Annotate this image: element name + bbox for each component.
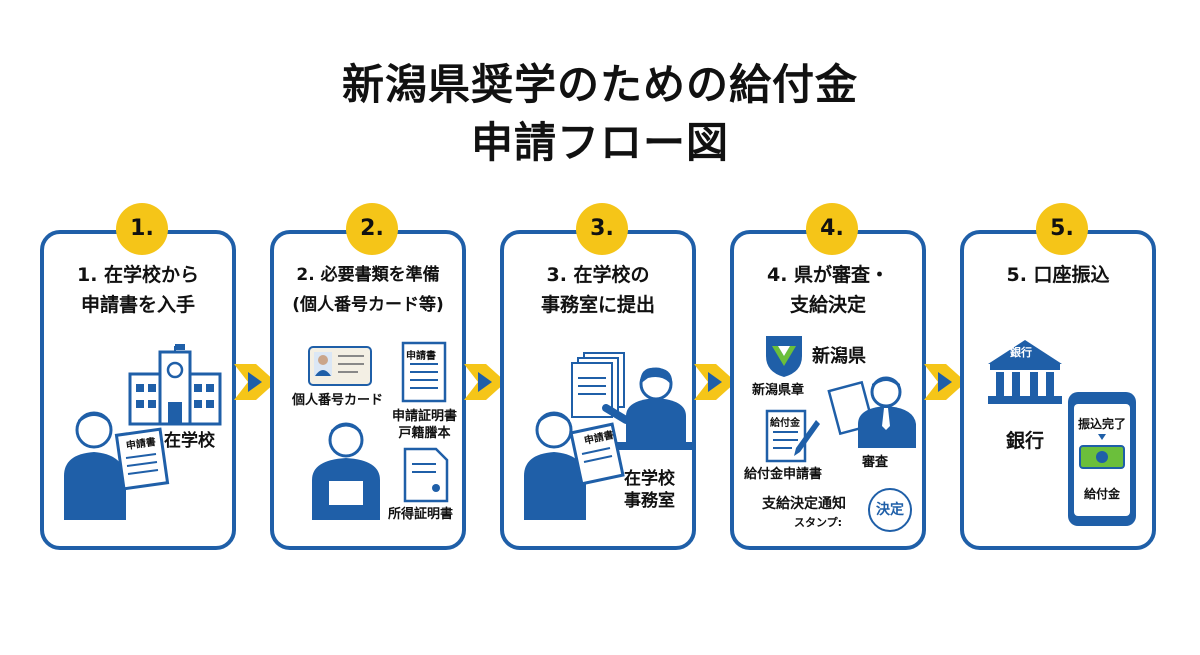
step-card-1: 1. 在学校から 申請書を入手 在学校 申請書 (40, 230, 236, 550)
review-label: 審査 (862, 455, 889, 470)
step-badge-2: 2. (346, 203, 398, 255)
step-card-4: 4. 県が審査・ 支給決定 新潟県 新潟県章 給付金 給付金申請書 審査 支給決… (730, 230, 926, 550)
stamp-caption-label: スタンプ: (794, 516, 843, 529)
arrow-right-icon (464, 364, 506, 400)
school-building-icon (128, 344, 222, 426)
student-person-icon (64, 411, 170, 520)
reviewer-person-icon (827, 376, 916, 448)
prefecture-name-label: 新潟県 (812, 346, 866, 367)
id-card-icon (308, 346, 372, 386)
step-badge-4: 4. (806, 203, 858, 255)
document-icon (401, 341, 447, 403)
office-label: 在学校 事務室 (624, 469, 675, 511)
arrow-right-icon (234, 364, 276, 400)
certificate-label: 申請証明書 戸籍謄本 (392, 409, 458, 441)
person-with-documents-icon (312, 422, 380, 520)
bank-building-icon (988, 340, 1062, 404)
step-title: 3. 在学校の 事務室に提出 (540, 264, 655, 316)
student-submitting-icon (524, 411, 625, 520)
decision-stamp-icon: 決定 (868, 488, 912, 532)
step-badge-5: 5. (1036, 203, 1088, 255)
benefit-amount-label: 給付金 (1083, 487, 1120, 501)
step-card-5: 5. 口座振込 銀行 銀行 振込完了 給付金 (960, 230, 1156, 550)
arrow-right-icon (694, 364, 736, 400)
title-line-1: 新潟県奨学のための給付金 (341, 60, 858, 109)
step-title: 4. 県が審査・ 支給決定 (766, 264, 890, 316)
income-certificate-label: 所得証明書 (388, 507, 454, 522)
benefit-application-label: 給付金申請書 (744, 467, 823, 482)
benefit-form-header: 給付金 (770, 418, 800, 429)
benefit-form-icon (765, 409, 820, 463)
step-badge-1: 1. (116, 203, 168, 255)
page-title: 新潟県奨学のための給付金 申請フロー図 (0, 56, 1200, 172)
income-document-icon (403, 447, 449, 503)
step-title: 2. 必要書類を準備 (個人番号カード等) (292, 265, 444, 315)
arrow-right-icon (924, 364, 966, 400)
title-line-2: 申請フロー図 (470, 118, 729, 167)
step-title: 5. 口座振込 (1006, 264, 1110, 286)
transfer-complete-label: 振込完了 (1077, 417, 1126, 431)
step-card-3: 3. 在学校の 事務室に提出 申請書 在学校 事務室 (500, 230, 696, 550)
smartphone-icon (1068, 392, 1136, 526)
office-staff-icon (602, 367, 686, 444)
school-label: 在学校 (164, 431, 215, 451)
step-card-2: 2. 必要書類を準備 (個人番号カード等) 個人番号カード 申請書 申請証明書 … (270, 230, 466, 550)
step-title: 1. 在学校から 申請書を入手 (76, 264, 200, 316)
step-badge-3: 3. (576, 203, 628, 255)
counter-desk-icon (612, 442, 692, 450)
document-header-label: 申請書 (406, 351, 436, 362)
id-card-label: 個人番号カード (292, 393, 384, 408)
decision-notice-label: 支給決定通知 (762, 496, 846, 512)
bank-label: 銀行 (1006, 430, 1045, 452)
emblem-label: 新潟県章 (752, 383, 805, 398)
prefecture-emblem-icon (766, 336, 802, 377)
bank-sign-label: 銀行 (1010, 346, 1032, 359)
